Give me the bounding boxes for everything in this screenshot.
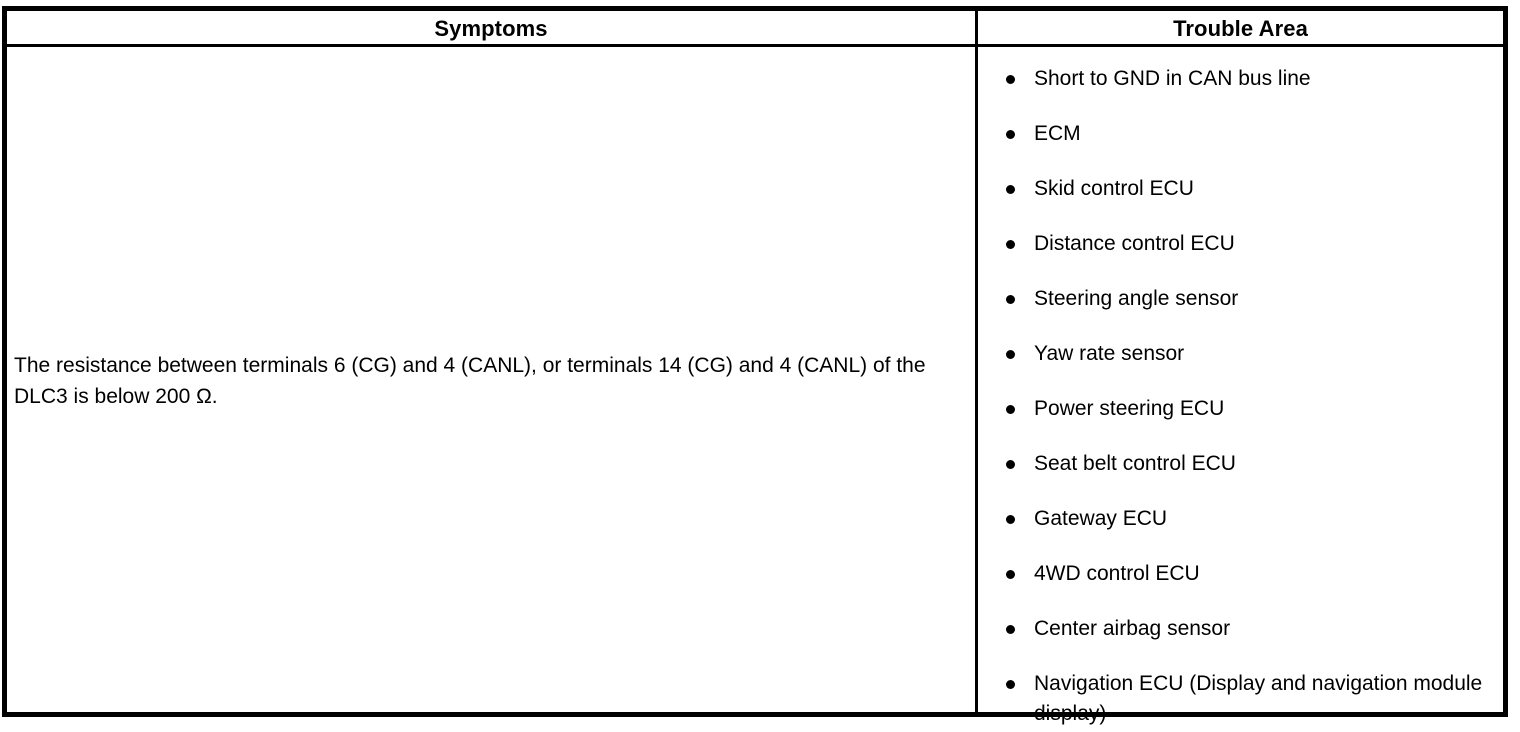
bullet-icon [1006, 350, 1015, 359]
symptoms-cell: The resistance between terminals 6 (CG) … [7, 50, 975, 712]
list-item: Center airbag sensor [1002, 614, 1493, 644]
list-item-label: Seat belt control ECU [1034, 452, 1236, 475]
list-item: 4WD control ECU [1002, 559, 1493, 589]
list-item: Power steering ECU [1002, 394, 1493, 424]
bullet-icon [1006, 75, 1015, 84]
list-item-label: Power steering ECU [1034, 397, 1225, 420]
list-item-label: 4WD control ECU [1034, 562, 1200, 585]
bullet-icon [1006, 570, 1015, 579]
list-item-label: Navigation ECU (Display and navigation m… [1034, 672, 1483, 725]
list-item-label: Center airbag sensor [1034, 617, 1231, 640]
table-header-row: Symptoms Trouble Area [7, 11, 1503, 47]
bullet-icon [1006, 680, 1015, 689]
bullet-icon [1006, 295, 1015, 304]
bullet-icon [1006, 185, 1015, 194]
bullet-icon [1006, 405, 1015, 414]
bullet-icon [1006, 240, 1015, 249]
column-divider [975, 11, 978, 712]
list-item-label: Yaw rate sensor [1034, 342, 1185, 365]
symptom-trouble-area-table: Symptoms Trouble Area The resistance bet… [2, 6, 1508, 725]
list-item-label: Short to GND in CAN bus line [1034, 67, 1311, 90]
column-header-symptoms: Symptoms [434, 16, 548, 41]
bullet-icon [1006, 515, 1015, 524]
list-item: Short to GND in CAN bus line [1002, 64, 1493, 94]
list-item-label: Distance control ECU [1034, 232, 1235, 255]
list-item-label: Gateway ECU [1034, 507, 1168, 530]
bullet-icon [1006, 625, 1015, 634]
list-item: ECM [1002, 119, 1493, 149]
list-item-label: Skid control ECU [1034, 177, 1194, 200]
list-item: Yaw rate sensor [1002, 339, 1493, 369]
trouble-area-cell: Short to GND in CAN bus line ECM Skid co… [978, 50, 1503, 725]
trouble-area-list: Short to GND in CAN bus line ECM Skid co… [1002, 64, 1493, 729]
symptom-description: The resistance between terminals 6 (CG) … [14, 354, 926, 408]
list-item: Gateway ECU [1002, 504, 1493, 534]
list-item-label: Steering angle sensor [1034, 287, 1239, 310]
list-item: Seat belt control ECU [1002, 449, 1493, 479]
bullet-icon [1006, 460, 1015, 469]
list-item: Navigation ECU (Display and navigation m… [1002, 669, 1493, 729]
table-body-row: The resistance between terminals 6 (CG) … [7, 50, 1503, 725]
column-header-trouble-area: Trouble Area [1173, 16, 1308, 41]
list-item-label: ECM [1034, 122, 1081, 145]
list-item: Steering angle sensor [1002, 284, 1493, 314]
list-item: Distance control ECU [1002, 229, 1493, 259]
bullet-icon [1006, 130, 1015, 139]
list-item: Skid control ECU [1002, 174, 1493, 204]
